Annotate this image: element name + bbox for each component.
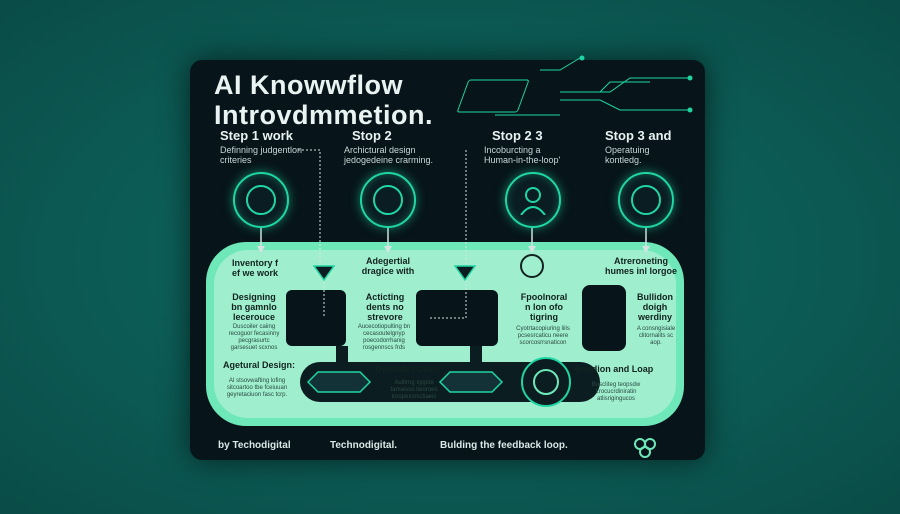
footer-credit-2: Technodigital.	[330, 440, 398, 451]
arrow-head-1	[257, 246, 265, 253]
gear-icon-inner	[533, 369, 559, 395]
step-4-heading: Stop 3 and	[605, 128, 672, 143]
cutout-2	[416, 290, 498, 346]
loop-icon	[520, 254, 544, 278]
panel-1-footer-title: Agetural Design:	[222, 360, 295, 370]
arrow-badge-1	[306, 371, 372, 393]
leader-line-1	[298, 149, 321, 265]
gear-icon	[521, 357, 571, 407]
human-avatar-icon	[505, 172, 561, 228]
footer-loop-icon	[634, 438, 656, 458]
triangle-marker-1	[312, 265, 336, 282]
panel-3-footer-title: Beudion and Loap	[574, 364, 654, 374]
arrow-badge-2	[438, 371, 504, 393]
connector-v2	[470, 346, 482, 376]
circuit-decoration	[457, 55, 693, 116]
brain-bulb-icon	[360, 172, 416, 228]
cutout-3	[582, 285, 626, 351]
footer-credit-1: by Techodigital	[218, 440, 291, 451]
title-line-2: Introvdmmetion.	[214, 100, 434, 130]
chip-icon	[233, 172, 289, 228]
footer-tagline: Bulding the feedback loop.	[440, 440, 568, 451]
step-3-heading: Stop 2 3	[492, 128, 543, 143]
knowledge-icon	[618, 172, 674, 228]
arrow-head-4	[642, 246, 650, 253]
triangle-marker-2	[453, 265, 477, 282]
connector-v1	[336, 346, 348, 376]
arrow-head-3	[528, 246, 536, 253]
step-2-heading: Stop 2	[352, 128, 392, 143]
title-line-1: AI Knowwflow	[214, 70, 403, 100]
step-1-heading: Step 1 work	[220, 128, 293, 143]
arrow-head-2	[384, 246, 392, 253]
page-title: AI Knowwflow Introvdmmetion.	[214, 70, 433, 130]
cutout-1	[286, 290, 346, 346]
leader-line-4	[430, 280, 467, 319]
panel-2-footer-title: Operaticl Dean	[375, 364, 439, 374]
